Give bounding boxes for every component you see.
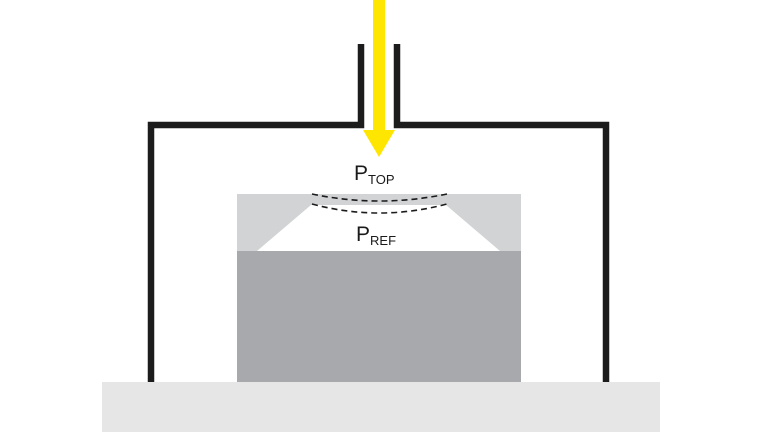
label-p-top-main: P bbox=[354, 162, 368, 185]
base-plate bbox=[102, 382, 660, 432]
label-p-ref-main: P bbox=[356, 223, 370, 246]
label-p-ref-sub: REF bbox=[370, 233, 396, 248]
housing-enclosure bbox=[147, 44, 610, 382]
membrane-lower-dashed bbox=[311, 203, 448, 214]
membrane-upper-dashed bbox=[311, 193, 448, 202]
label-p-top: PTOP bbox=[354, 162, 395, 187]
arrow-shaft bbox=[373, 0, 385, 132]
label-p-top-sub: TOP bbox=[368, 172, 395, 187]
label-p-ref: PREF bbox=[356, 223, 396, 248]
arrow-head bbox=[363, 130, 395, 157]
reference-cavity bbox=[257, 205, 500, 251]
incoming-arrow bbox=[363, 0, 395, 157]
sensor-body bbox=[237, 251, 521, 382]
